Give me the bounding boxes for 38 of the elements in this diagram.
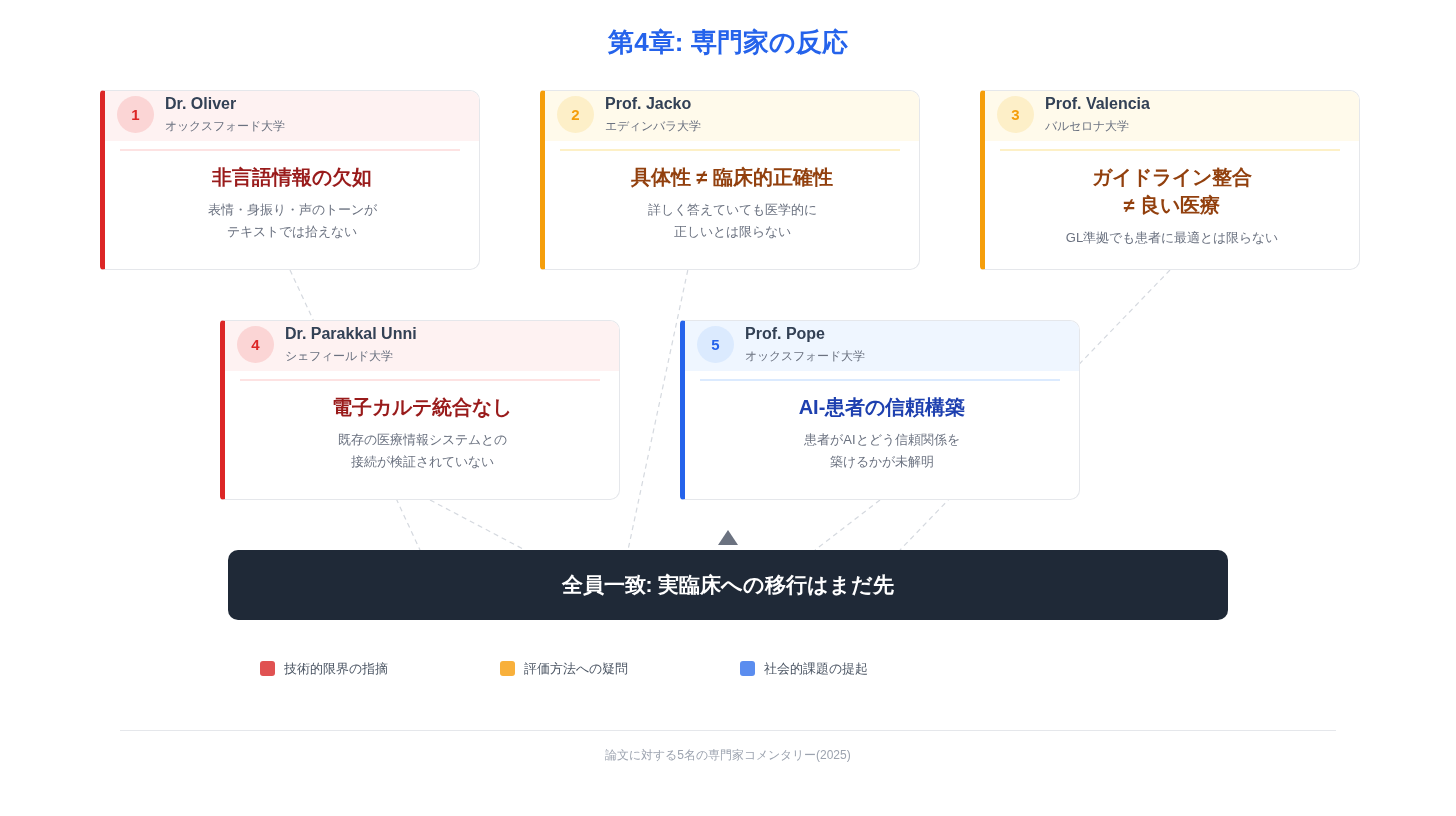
comment-card: [540, 90, 920, 270]
finding-title: 電子カルテ統合なし: [332, 395, 512, 420]
affiliation-text: シェフィールド大学: [285, 348, 393, 364]
affiliation-text: バルセロナ大学: [1045, 118, 1129, 134]
comment-card: [980, 90, 1360, 270]
finding-title: 具体性 ≠ 臨床的正確性: [630, 165, 834, 190]
finding-text: GL準拠でも患者に最適とは限らない: [1065, 229, 1279, 247]
caption-text: 論文に対する5名の専門家コメンタリー(2025): [605, 747, 851, 763]
person-name: Dr. Oliver: [165, 94, 237, 114]
person-name: Prof. Jacko: [605, 94, 692, 114]
person-name: Dr. Parakkal Unni: [285, 324, 417, 344]
affiliation-text: エディンバラ大学: [605, 118, 701, 134]
finding-title: AI-患者の信頼構築: [798, 395, 966, 420]
finding-title: 非言語情報の欠如: [212, 165, 372, 190]
legend-text: 技術的限界の指摘: [284, 661, 388, 677]
finding-text: 既存の医療情報システムとの接続が検証されていない: [336, 431, 508, 471]
dashed-connector: [627, 269, 689, 551]
number-badge: 3: [997, 96, 1034, 133]
comment-card: [100, 90, 480, 270]
finding-text: 詳しく答えていても医学的に正しいとは限らない: [646, 201, 818, 241]
number-badge: 5: [697, 326, 734, 363]
comment-card: [220, 320, 620, 500]
affiliation-text: オックスフォード大学: [165, 118, 285, 134]
legend-text: 評価方法への疑問: [524, 661, 628, 677]
comment-card: [680, 320, 1080, 500]
legend-text: 社会的課題の提起: [764, 661, 868, 677]
number-badge: 1: [117, 96, 154, 133]
finding-text: 患者がAIとどう信頼関係を築けるかが未解明: [803, 431, 961, 471]
affiliation-text: オックスフォード大学: [745, 348, 865, 364]
summary-banner: 全員一致: 実臨床への移行はまだ先: [228, 550, 1228, 620]
finding-text: 表情・身振り・声のトーンがテキストでは拾えない: [206, 201, 378, 241]
title-text: 第4章: 専門家の反応: [608, 26, 848, 59]
number-badge: 4: [237, 326, 274, 363]
number-badge: 2: [557, 96, 594, 133]
finding-title: ガイドライン整合 ≠ 良い医療: [1091, 165, 1253, 218]
dashed-connector: [814, 499, 881, 551]
person-name: Prof. Pope: [745, 324, 825, 344]
person-name: Prof. Valencia: [1045, 94, 1150, 114]
